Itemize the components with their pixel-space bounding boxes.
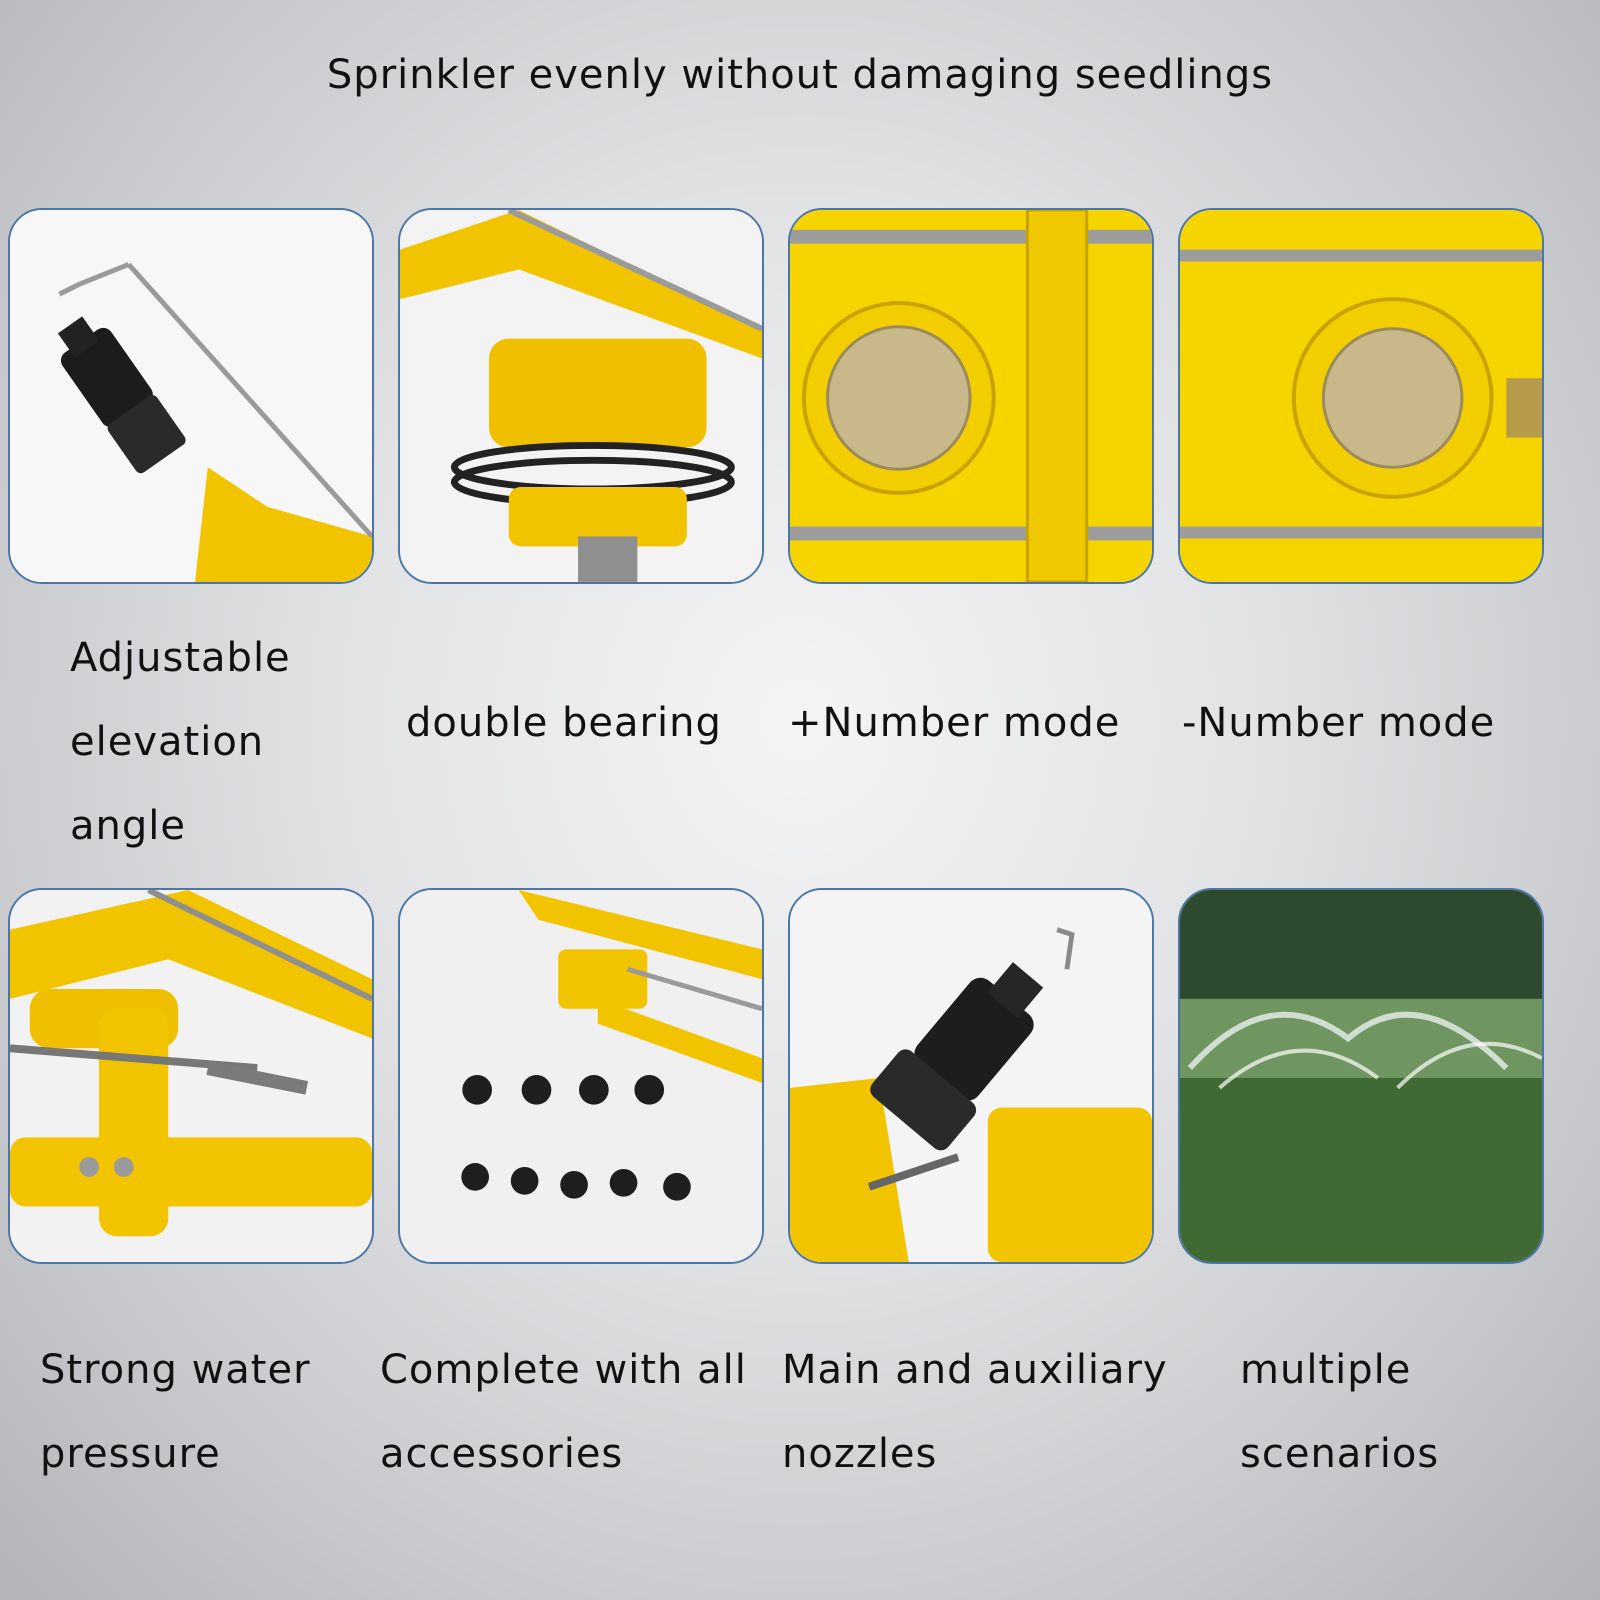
caption-line: Adjustable: [70, 635, 291, 681]
caption-nozzles: Main and auxiliary nozzles: [782, 1328, 1168, 1496]
page-title: Sprinkler evenly without damaging seedli…: [326, 52, 1274, 98]
caption-line: Strong water: [40, 1347, 311, 1393]
caption-double-bearing: double bearing: [406, 681, 722, 765]
tile-multiple-scenarios: [1178, 888, 1544, 1264]
nozzle-angle-photo: [10, 210, 372, 582]
plus-mode-photo: [790, 210, 1152, 582]
pressure-photo: [10, 890, 372, 1262]
caption-adjustable-angle: Adjustable elevation angle: [70, 616, 291, 868]
tile-adjustable-angle: [8, 208, 374, 584]
tile-accessories: [398, 888, 764, 1264]
caption-line: accessories: [380, 1431, 624, 1477]
accessories-photo: [400, 890, 762, 1262]
caption-minus-mode: -Number mode: [1182, 681, 1495, 765]
caption-line: elevation: [70, 719, 265, 765]
caption-line: Complete with all: [380, 1347, 747, 1393]
tile-nozzles: [788, 888, 1154, 1264]
tile-minus-mode: [1178, 208, 1544, 584]
caption-line: double bearing: [406, 700, 722, 746]
caption-line: scenarios: [1240, 1431, 1440, 1477]
nozzles-photo: [790, 890, 1152, 1262]
caption-line: nozzles: [782, 1431, 938, 1477]
caption-accessories: Complete with all accessories: [380, 1328, 747, 1496]
field-photo: [1180, 890, 1542, 1262]
caption-plus-mode: +Number mode: [788, 681, 1120, 765]
caption-line: angle: [70, 803, 186, 849]
bearing-photo: [400, 210, 762, 582]
minus-mode-photo: [1180, 210, 1542, 582]
caption-water-pressure: Strong water pressure: [40, 1328, 311, 1496]
caption-line: Main and auxiliary: [782, 1347, 1168, 1393]
caption-line: pressure: [40, 1431, 221, 1477]
tile-water-pressure: [8, 888, 374, 1264]
caption-line: multiple: [1240, 1347, 1412, 1393]
tile-double-bearing: [398, 208, 764, 584]
caption-line: -Number mode: [1182, 700, 1496, 746]
caption-line: +Number mode: [788, 700, 1121, 746]
tile-plus-mode: [788, 208, 1154, 584]
caption-multiple-scenarios: multiple scenarios: [1240, 1328, 1439, 1496]
